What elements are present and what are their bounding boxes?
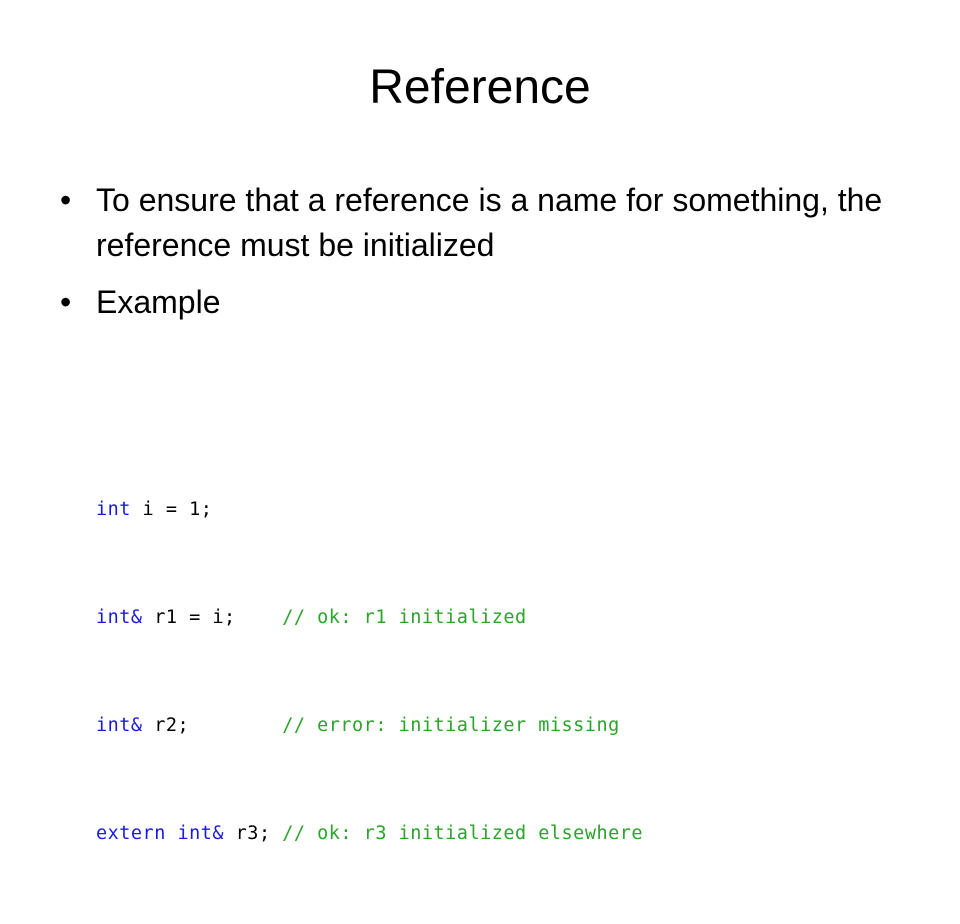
slide-title: Reference	[369, 61, 591, 114]
code-comment: // error: initializer missing	[282, 715, 620, 736]
bullet-item-reference-init: • To ensure that a reference is a name f…	[60, 178, 900, 268]
code-keyword: int&	[96, 607, 143, 628]
code-keyword: extern int&	[96, 823, 225, 844]
code-line: int& r2; // error: initializer missing	[96, 708, 643, 744]
bullet-list: • To ensure that a reference is a name f…	[60, 178, 900, 325]
bullet-text: Example	[96, 284, 221, 320]
bullet-icon: •	[60, 182, 72, 218]
bullet-item-example: • Example	[60, 280, 900, 325]
code-line: int& r1 = i; // ok: r1 initialized	[96, 600, 643, 636]
code-comment: // ok: r3 initialized elsewhere	[282, 823, 644, 844]
code-keyword: int	[96, 499, 131, 520]
bullet-text: To ensure that a reference is a name for…	[96, 182, 883, 263]
code-statement: r3;	[224, 823, 283, 844]
code-keyword: int&	[96, 715, 143, 736]
code-comment: // ok: r1 initialized	[282, 607, 527, 628]
slide: Reference • To ensure that a reference i…	[60, 61, 900, 844]
code-statement: r2;	[142, 715, 283, 736]
code-statement: r1 = i;	[142, 607, 283, 628]
code-line: extern int& r3; // ok: r3 initialized el…	[96, 816, 643, 852]
code-example: int i = 1; int& r1 = i; // ok: r1 initia…	[96, 420, 643, 924]
code-line: int i = 1;	[96, 492, 643, 528]
code-statement: i = 1;	[130, 499, 213, 520]
bullet-icon: •	[60, 284, 72, 320]
